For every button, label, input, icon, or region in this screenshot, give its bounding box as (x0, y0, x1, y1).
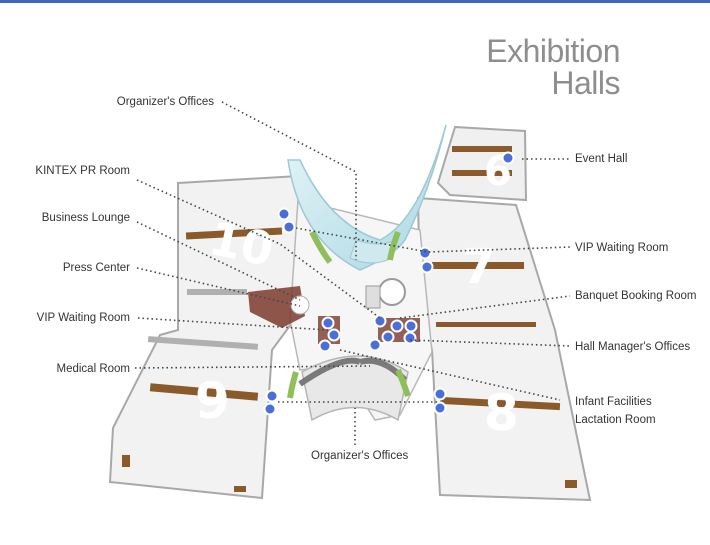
lawn-strip (309, 230, 333, 264)
location-marker[interactable] (404, 319, 418, 333)
location-marker[interactable] (321, 316, 335, 330)
label-vip-waiting-room-left: VIP Waiting Room (36, 312, 130, 324)
label-medical-room: Medical Room (56, 363, 131, 375)
press-center-room (248, 286, 305, 328)
hall-number-10: 10 (204, 211, 278, 277)
leader-banquet (399, 295, 571, 319)
location-marker[interactable] (263, 402, 277, 416)
door (234, 486, 246, 492)
label-lactation-room: Lactation Room (575, 414, 656, 426)
label-business-lounge: Business Lounge (41, 212, 130, 224)
leader-medical (134, 365, 371, 369)
location-marker[interactable] (368, 338, 382, 352)
location-marker[interactable] (318, 339, 332, 353)
location-marker[interactable] (433, 387, 447, 401)
leader-press-center (136, 267, 301, 307)
lawn-strip (387, 230, 401, 261)
door (122, 455, 130, 467)
lawn-strip (287, 371, 299, 399)
round-table (290, 295, 310, 315)
kiosk (365, 285, 381, 309)
marker-group (263, 151, 515, 416)
label-hall-managers-offices: Hall Manager's Offices (575, 341, 691, 353)
location-marker[interactable] (418, 246, 432, 260)
label-banquet-booking-room: Banquet Booking Room (575, 290, 697, 302)
location-marker[interactable] (327, 328, 341, 342)
hall-number-9: 9 (195, 372, 230, 430)
location-marker[interactable] (277, 207, 291, 221)
hall-number-8: 8 (484, 384, 519, 442)
location-marker[interactable] (373, 314, 387, 328)
location-marker[interactable] (265, 389, 279, 403)
booth-row (436, 322, 536, 327)
hall-6-block (436, 125, 528, 202)
label-vip-waiting-room-right: VIP Waiting Room (575, 242, 669, 254)
booth-row (432, 262, 524, 269)
bottom-arch (301, 355, 409, 422)
central-fountain (378, 278, 406, 306)
leader-infant (339, 349, 561, 401)
location-marker[interactable] (403, 331, 417, 345)
label-organizers-offices-top: Organizer's Offices (116, 96, 214, 108)
label-event-hall: Event Hall (575, 153, 628, 165)
location-marker[interactable] (390, 319, 404, 333)
leader-kintex-pr (136, 179, 381, 319)
location-marker[interactable] (501, 151, 515, 165)
door (565, 480, 577, 488)
arch-bridge-left (298, 357, 362, 387)
booth-row (149, 383, 259, 401)
page-title-line2: Halls (551, 65, 620, 101)
lawn-strip (395, 368, 411, 397)
right-wing-floor (416, 196, 592, 502)
leader-lines (134, 101, 571, 445)
location-marker[interactable] (420, 260, 434, 274)
label-organizers-offices-bottom: Organizer's Offices (311, 450, 409, 462)
top-accent-bar (0, 0, 710, 3)
booth-row (185, 227, 283, 240)
booth-row (147, 336, 259, 350)
booth-row (187, 289, 247, 295)
leader-business-lounge (136, 221, 301, 301)
booth-row (452, 146, 512, 152)
label-infant-facilities: Infant Facilities (575, 396, 652, 408)
booth-row (452, 170, 512, 176)
location-marker[interactable] (433, 401, 447, 415)
location-marker[interactable] (381, 330, 395, 344)
leader-vip-left (137, 317, 329, 331)
label-kintex-pr-room: KINTEX PR Room (35, 165, 130, 177)
hall-number-7: 7 (462, 239, 495, 295)
location-marker[interactable] (282, 220, 296, 234)
label-press-center: Press Center (62, 262, 130, 274)
booth-row (439, 396, 561, 411)
leader-organizers-top (221, 101, 357, 260)
page-title-line1: Exhibition (486, 33, 620, 69)
